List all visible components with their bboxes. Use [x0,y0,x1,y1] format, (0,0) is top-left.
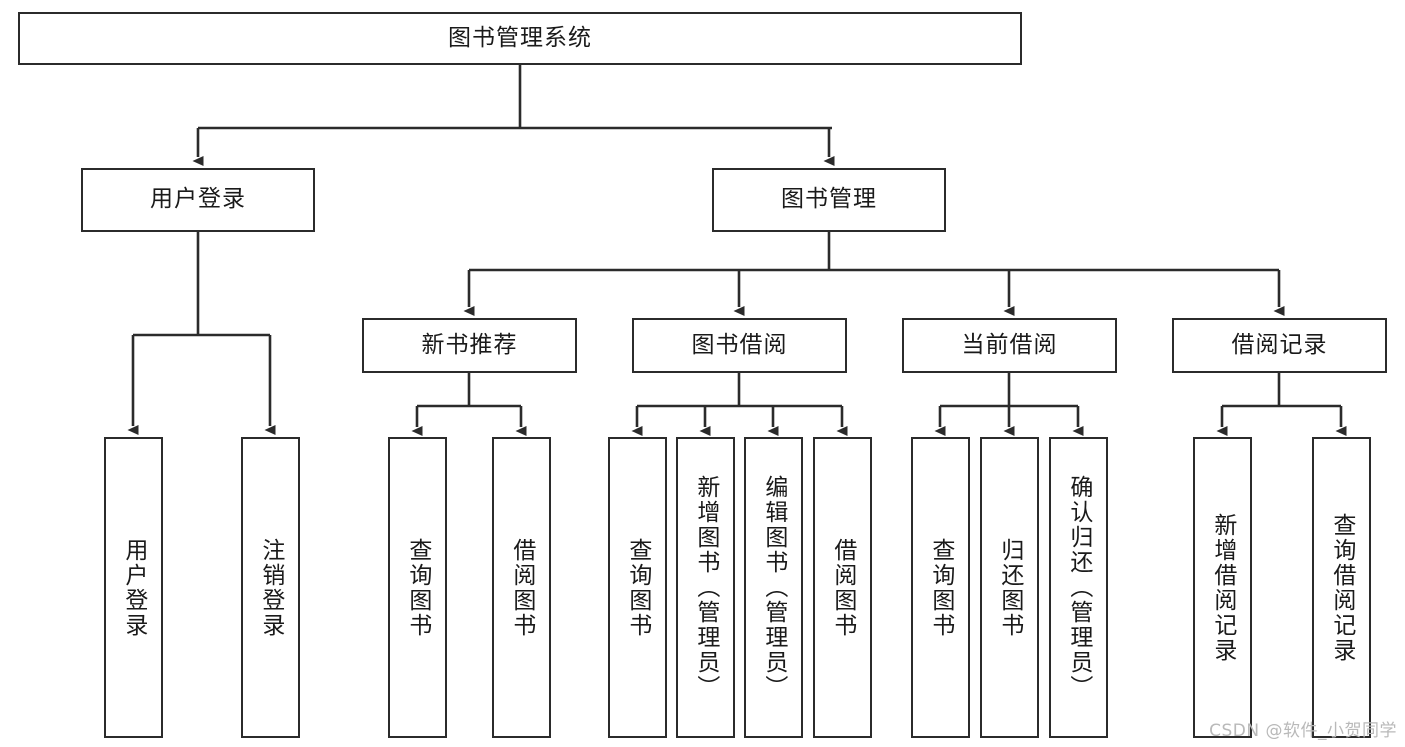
watermark-text: CSDN @软件_小贺同学 [1209,721,1397,741]
node-book-management[interactable]: 图书管理 [712,168,946,232]
node-leaf-logout[interactable]: 注销登录 [241,437,300,738]
node-user-login[interactable]: 用户登录 [81,168,315,232]
node-label: 图书管理系统 [448,24,592,51]
node-leaf-add-borrow-record[interactable]: 新增借阅记录 [1193,437,1252,738]
node-leaf-confirm-return[interactable]: 确认归还（管理员） [1049,437,1108,738]
node-book-borrow[interactable]: 图书借阅 [632,318,847,373]
node-leaf-query-book-recommend[interactable]: 查询图书 [388,437,447,738]
node-leaf-query-book-borrow[interactable]: 查询图书 [608,437,667,738]
node-label: 新书推荐 [421,331,518,358]
node-label: 新增借阅记录 [1209,512,1236,663]
node-label: 确认归还（管理员） [1065,475,1092,700]
node-label: 借阅图书 [829,537,856,638]
node-borrow-record[interactable]: 借阅记录 [1172,318,1387,373]
node-current-borrow[interactable]: 当前借阅 [902,318,1117,373]
node-leaf-query-borrow-record[interactable]: 查询借阅记录 [1312,437,1371,738]
node-label: 借阅图书 [508,537,535,638]
node-label: 借阅记录 [1231,331,1328,358]
node-label: 新增图书（管理员） [692,475,719,700]
node-label: 查询图书 [927,537,954,638]
node-label: 查询图书 [624,537,651,638]
node-label: 归还图书 [996,537,1023,638]
node-leaf-return-book[interactable]: 归还图书 [980,437,1039,738]
node-label: 图书管理 [781,186,877,213]
node-label: 图书借阅 [691,331,788,358]
node-label: 查询图书 [404,537,431,638]
node-book-management-system[interactable]: 图书管理系统 [18,12,1022,65]
node-label: 用户登录 [150,186,246,213]
node-leaf-user-login[interactable]: 用户登录 [104,437,163,738]
node-leaf-add-book[interactable]: 新增图书（管理员） [676,437,735,738]
node-label: 用户登录 [120,537,147,638]
node-new-book-recommend[interactable]: 新书推荐 [362,318,577,373]
node-leaf-edit-book[interactable]: 编辑图书（管理员） [744,437,803,738]
node-label: 当前借阅 [961,331,1058,358]
node-label: 注销登录 [257,537,284,638]
node-label: 编辑图书（管理员） [760,475,787,700]
node-leaf-borrow-book[interactable]: 借阅图书 [813,437,872,738]
node-leaf-query-book-current[interactable]: 查询图书 [911,437,970,738]
node-leaf-borrow-book-recommend[interactable]: 借阅图书 [492,437,551,738]
node-label: 查询借阅记录 [1328,512,1355,663]
